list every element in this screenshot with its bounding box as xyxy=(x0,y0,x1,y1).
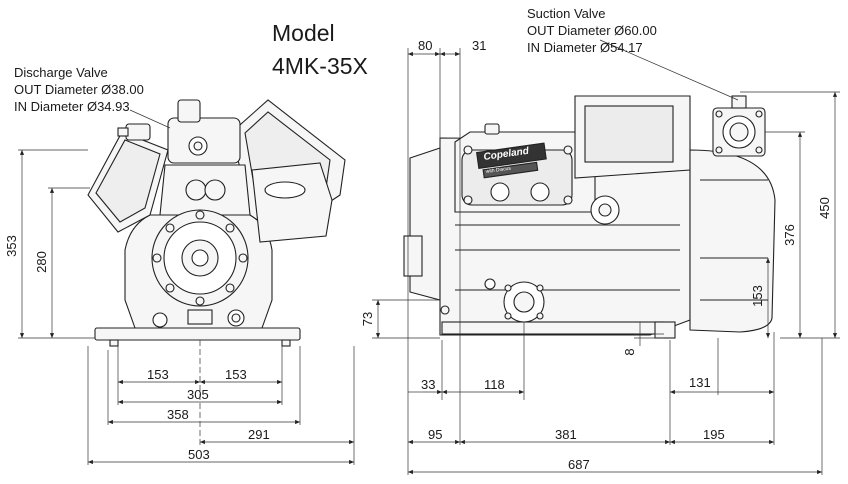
dim-33: 33 xyxy=(421,377,436,392)
dim-73-text: 73 xyxy=(360,312,375,326)
dim-153-vertical-text: 153 xyxy=(750,285,765,307)
discharge-valve-out: OUT Diameter Ø38.00 xyxy=(14,82,144,97)
dim-131: 131 xyxy=(689,375,711,390)
brand-sub-text: with Discus xyxy=(485,165,511,175)
model-number: 4MK-35X xyxy=(272,53,368,79)
front-view-dimensions xyxy=(18,109,355,465)
side-view-dimensions xyxy=(372,39,840,475)
dim-353-text: 353 xyxy=(4,235,19,257)
dim-291: 291 xyxy=(248,427,270,442)
dim-376-text: 376 xyxy=(782,224,797,246)
dim-503: 503 xyxy=(188,447,210,462)
dim-687: 687 xyxy=(568,457,590,472)
dim-153-right: 153 xyxy=(225,367,247,382)
dim-195: 195 xyxy=(703,427,725,442)
side-view-compressor xyxy=(403,95,776,339)
dim-381: 381 xyxy=(555,427,577,442)
model-label: Model xyxy=(272,20,335,46)
dim-305: 305 xyxy=(187,387,209,402)
dim-450-text: 450 xyxy=(817,197,832,219)
front-view-compressor xyxy=(87,99,346,347)
dim-118: 118 xyxy=(484,377,505,392)
dim-95: 95 xyxy=(428,427,443,442)
dim-80: 80 xyxy=(418,38,433,53)
suction-valve-title: Suction Valve xyxy=(527,6,606,21)
dim-280-text: 280 xyxy=(34,251,49,273)
suction-valve-out: OUT Diameter Ø60.00 xyxy=(527,23,657,38)
dim-8-text: 8 xyxy=(622,348,637,355)
discharge-valve-in: IN Diameter Ø34.93 xyxy=(14,99,130,114)
suction-valve-in: IN Diameter Ø54.17 xyxy=(527,40,643,55)
discharge-valve-title: Discharge Valve xyxy=(14,65,108,80)
dim-31: 31 xyxy=(472,38,487,53)
dim-153-left: 153 xyxy=(147,367,169,382)
dim-358: 358 xyxy=(167,407,189,422)
